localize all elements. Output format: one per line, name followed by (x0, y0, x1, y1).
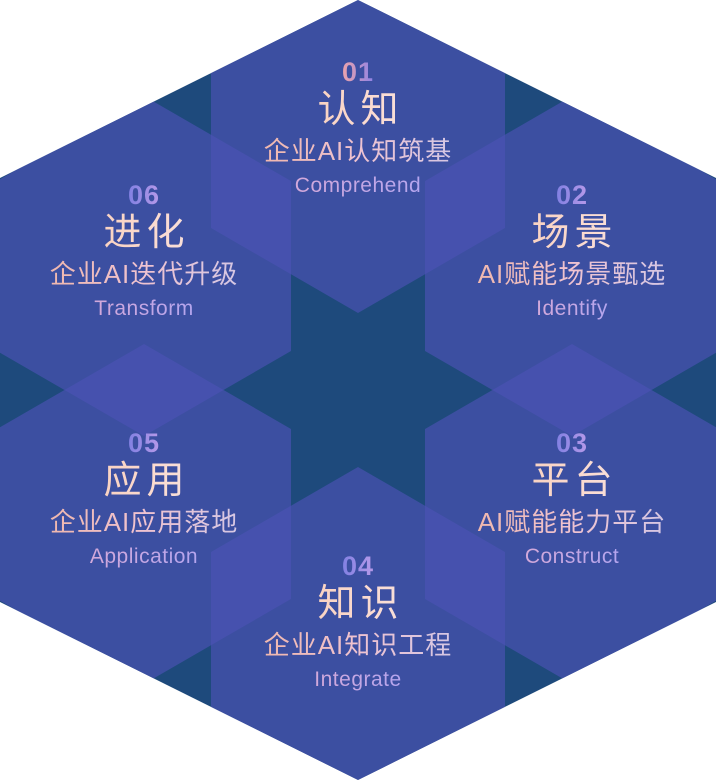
tile-hexagon-02 (425, 96, 716, 436)
tile-hexagon-06 (0, 96, 291, 436)
tile-hexagon-05 (0, 344, 291, 684)
